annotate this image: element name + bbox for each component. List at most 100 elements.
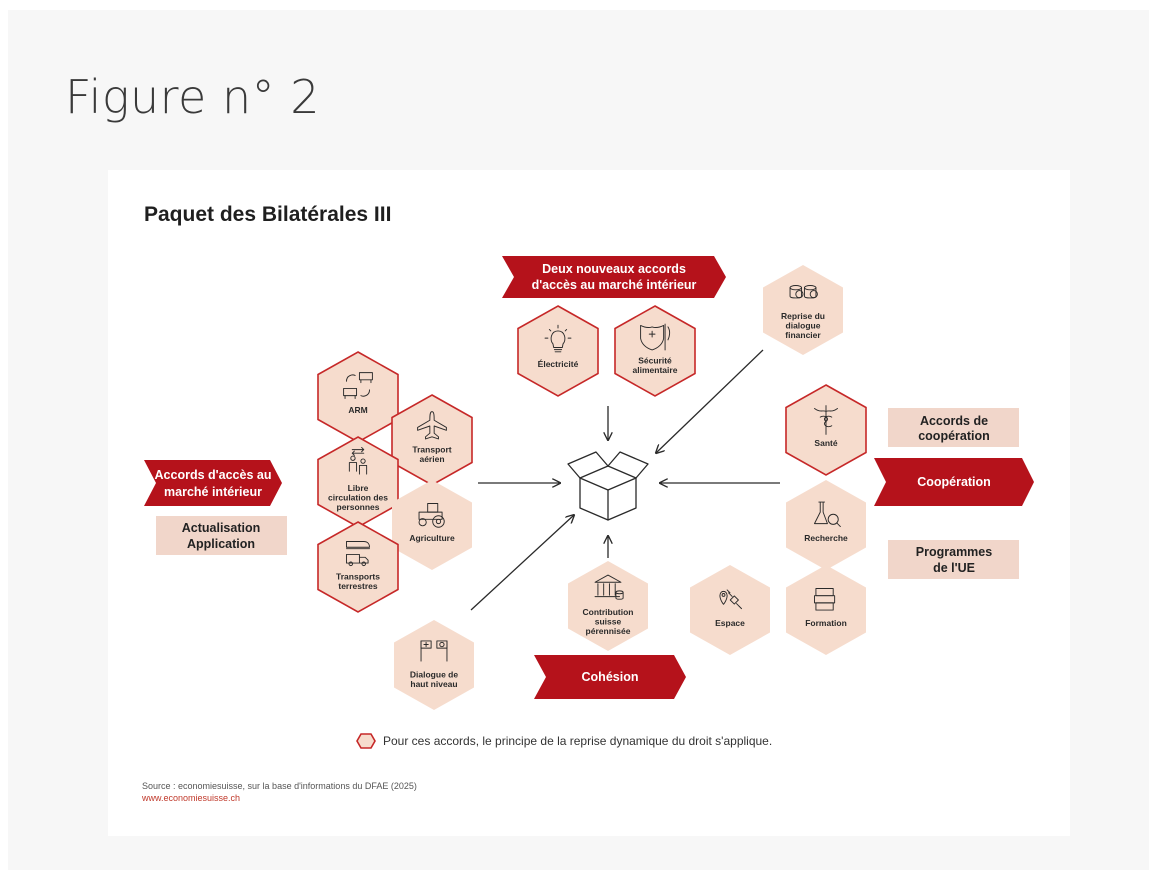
hexagon-label: Recherche xyxy=(804,533,848,543)
svg-text:Accords d'accès au: Accords d'accès au xyxy=(155,468,272,482)
legend: Pour ces accords, le principe de la repr… xyxy=(356,733,772,749)
hexagon-label: Sécurité xyxy=(638,356,672,366)
source-block: Source : economiesuisse, sur la base d'i… xyxy=(142,780,417,804)
people-icon xyxy=(348,446,368,475)
hexagon-legend-icon xyxy=(356,733,376,749)
figure-title: Figure n° 2 xyxy=(65,70,321,124)
svg-text:Actualisation: Actualisation xyxy=(182,521,261,535)
hexagon-espace: Espace xyxy=(690,565,770,655)
arrow-bottom-left xyxy=(470,515,574,611)
machines-exchange-icon xyxy=(343,372,373,399)
pill-line-2: de l'UE xyxy=(933,561,975,575)
svg-text:Deux nouveaux accords: Deux nouveaux accords xyxy=(542,262,686,276)
lightbulb-icon xyxy=(544,324,572,353)
legend-text: Pour ces accords, le principe de la repr… xyxy=(383,734,773,748)
pill-line-2: coopération xyxy=(918,429,990,443)
flask-icon xyxy=(814,501,841,527)
pill-actualisation: Actualisation Application xyxy=(156,516,287,555)
hexagon-shape xyxy=(517,305,599,397)
svg-text:Coopération: Coopération xyxy=(917,475,991,489)
banner-cooperation: Coopération xyxy=(874,458,1034,506)
svg-text:Programmes: Programmes xyxy=(916,545,992,559)
pill-accords-cooperation: Accords de coopération xyxy=(888,408,1019,447)
flags-icon xyxy=(420,640,448,662)
hexagon-recherche: Recherche xyxy=(786,480,866,570)
hexagon-agriculture: Agriculture xyxy=(392,480,472,570)
hexagon-shape xyxy=(392,480,472,570)
banner-nouveaux-accords: Deux nouveaux accords d'accès au marché … xyxy=(502,256,726,298)
pill-line-2: Application xyxy=(187,537,255,551)
hexagon-label: Transport xyxy=(412,445,451,455)
svg-text:marché intérieur: marché intérieur xyxy=(164,485,262,499)
hexagon-label: suisse xyxy=(595,617,622,627)
banner-line-2: d'accès au marché intérieur xyxy=(532,278,697,292)
hexagon-label: personnes xyxy=(337,502,380,512)
hexagon-shape xyxy=(614,305,696,397)
pill-programmes: Programmes de l'UE xyxy=(888,540,1019,579)
hexagon-sante: Santé xyxy=(785,384,867,476)
source-url: www.economiesuisse.ch xyxy=(142,793,241,803)
svg-text:Cohésion: Cohésion xyxy=(582,670,639,684)
hexagon-shape xyxy=(568,561,648,651)
figure-card: Paquet des Bilatérales III Deu xyxy=(108,170,1070,836)
svg-text:coopération: coopération xyxy=(918,429,990,443)
hexagon-shape xyxy=(763,265,843,355)
banner-cohesion: Cohésion xyxy=(534,655,686,699)
hexagon-shape xyxy=(391,394,473,486)
caduceus-icon xyxy=(814,405,838,435)
card-title: Paquet des Bilatérales III xyxy=(144,203,392,226)
hexagon-shape xyxy=(317,521,399,613)
pill-line-1: Programmes xyxy=(916,545,992,559)
pill-line-1: Actualisation xyxy=(182,521,261,535)
satellite-icon xyxy=(719,589,742,610)
banner-line-1: Coopération xyxy=(917,475,991,489)
hexagon-label: Santé xyxy=(814,438,837,448)
svg-text:d'accès au marché intérieur: d'accès au marché intérieur xyxy=(532,278,697,292)
hexagon-electricite: Électricité xyxy=(517,305,599,397)
bank-icon xyxy=(594,574,624,600)
train-truck-icon xyxy=(346,541,370,567)
hexagon-label: Formation xyxy=(805,618,847,628)
coins-icon xyxy=(789,285,818,299)
hexagon-label: Reprise du xyxy=(781,311,825,321)
books-icon xyxy=(814,588,836,611)
food-safety-icon xyxy=(640,323,671,351)
hexagon-label: haut niveau xyxy=(410,679,457,689)
tractor-icon xyxy=(418,503,445,528)
hexagon-shape xyxy=(690,565,770,655)
hexagon-label: Dialogue de xyxy=(410,670,458,680)
hexagon-label: Électricité xyxy=(538,359,579,369)
open-box-icon xyxy=(567,451,649,521)
svg-text:Application: Application xyxy=(187,537,255,551)
svg-text:de l'UE: de l'UE xyxy=(933,561,975,575)
banner-line-2: marché intérieur xyxy=(164,485,262,499)
hexagon-shape xyxy=(786,480,866,570)
diagram: Deux nouveaux accords d'accès au marché … xyxy=(144,256,1034,710)
hexagon-label: Contribution xyxy=(583,607,634,617)
hexagon-shape xyxy=(317,436,399,528)
banner-acces-marche: Accords d'accès au marché intérieur xyxy=(144,460,282,506)
hexagon-formation: Formation xyxy=(786,565,866,655)
hexagon-label: pérennisée xyxy=(586,626,631,636)
banner-line-1: Accords d'accès au xyxy=(155,468,272,482)
hexagon-label: Libre xyxy=(348,483,369,493)
hexagon-label: aérien xyxy=(419,454,444,464)
hexagon-label: Transports xyxy=(336,572,380,582)
hexagon-shape xyxy=(317,351,399,443)
svg-text:Accords de: Accords de xyxy=(920,414,988,428)
hexagon-label: financier xyxy=(785,330,821,340)
hexagon-label: Agriculture xyxy=(409,533,455,543)
pill-line-1: Accords de xyxy=(920,414,988,428)
hexagon-label: ARM xyxy=(348,405,367,415)
arrow-top-right xyxy=(656,349,764,453)
hexagon-shape xyxy=(394,620,474,710)
banner-line-1: Deux nouveaux accords xyxy=(542,262,686,276)
hexagon-label: circulation des xyxy=(328,493,388,503)
